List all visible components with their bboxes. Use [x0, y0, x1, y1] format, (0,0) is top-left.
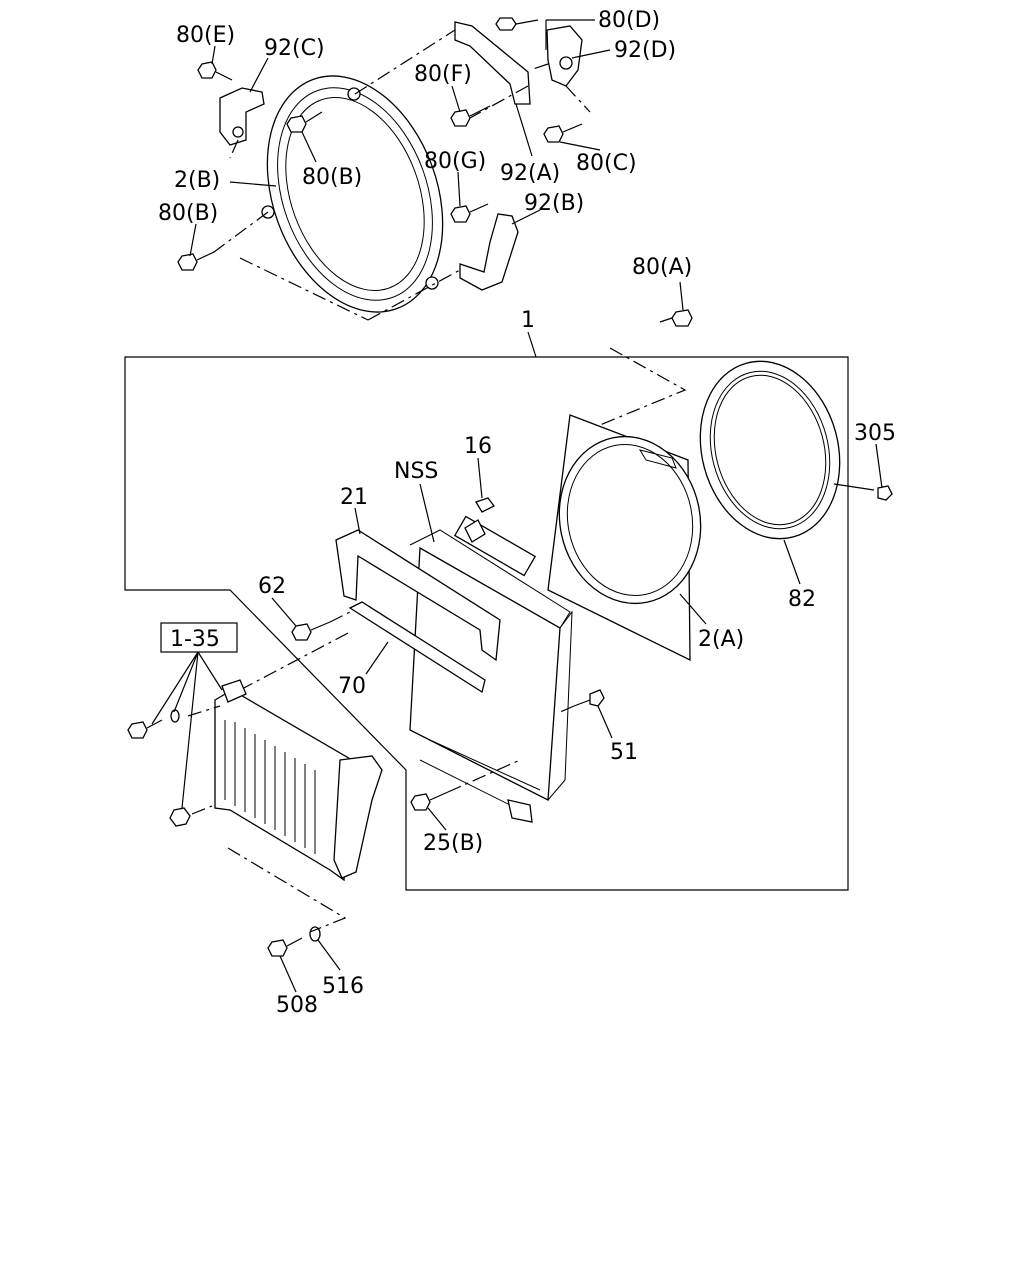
- bolt-51: [573, 689, 605, 707]
- label-92d: 92(D): [614, 38, 676, 63]
- bolt-80e: [197, 61, 233, 81]
- label-508: 508: [276, 993, 318, 1018]
- label-51: 51: [610, 740, 638, 765]
- bolt-508: [267, 937, 303, 957]
- label-80b-upper: 80(B): [302, 165, 362, 190]
- label-1: 1: [521, 308, 535, 333]
- label-62: 62: [258, 574, 286, 599]
- label-80a: 80(A): [632, 255, 692, 280]
- radiator-core: [409, 515, 573, 823]
- label-516: 516: [322, 974, 364, 999]
- label-80f: 80(F): [414, 62, 472, 87]
- label-21: 21: [340, 485, 368, 510]
- label-92b: 92(B): [524, 191, 584, 216]
- label-82: 82: [788, 587, 816, 612]
- bolt-62: [291, 621, 331, 641]
- label-1-35: 1-35: [170, 627, 220, 652]
- fan-shroud-2a: [547, 414, 702, 662]
- bracket-92b: [459, 213, 519, 291]
- label-92c: 92(C): [264, 36, 325, 61]
- label-2b: 2(B): [174, 168, 220, 193]
- intercooler-1-35: [214, 679, 383, 882]
- bracket-92a: [454, 21, 531, 105]
- bolt-80a: [659, 309, 693, 327]
- nut-305: [877, 485, 893, 501]
- label-70: 70: [338, 674, 366, 699]
- bolt-80b-lower: [177, 251, 215, 271]
- bolt-80d: [495, 17, 539, 31]
- bracket-92c: [219, 87, 265, 146]
- label-80b-lower: 80(B): [158, 201, 218, 226]
- bolt-1-35-top: [127, 709, 180, 739]
- upper-shroud-2b: [261, 75, 444, 313]
- label-80c: 80(C): [576, 151, 637, 176]
- ring-82: [699, 360, 841, 540]
- bracket-92d: [546, 25, 583, 87]
- label-25b: 25(B): [423, 831, 483, 856]
- bolt-80g: [450, 203, 489, 223]
- label-80e: 80(E): [176, 23, 235, 48]
- leader-lines: [189, 19, 883, 993]
- nut-1-35-bottom: [169, 807, 191, 827]
- label-92a: 92(A): [500, 161, 560, 186]
- frame-21: [335, 529, 501, 662]
- bracket-70: [348, 601, 486, 694]
- label-305: 305: [854, 421, 896, 446]
- label-16: 16: [464, 434, 492, 459]
- assembly-boundary: [124, 356, 849, 891]
- bolt-80c: [543, 123, 583, 143]
- label-2a: 2(A): [698, 627, 744, 652]
- leader-1: [527, 331, 537, 358]
- cap-16: [475, 497, 495, 513]
- label-box-1-35: [160, 622, 238, 653]
- label-80g: 80(G): [424, 149, 486, 174]
- label-80d: 80(D): [598, 8, 660, 33]
- bolt-80f: [450, 105, 491, 127]
- label-nss: NSS: [394, 459, 438, 484]
- bolt-25b: [410, 791, 449, 811]
